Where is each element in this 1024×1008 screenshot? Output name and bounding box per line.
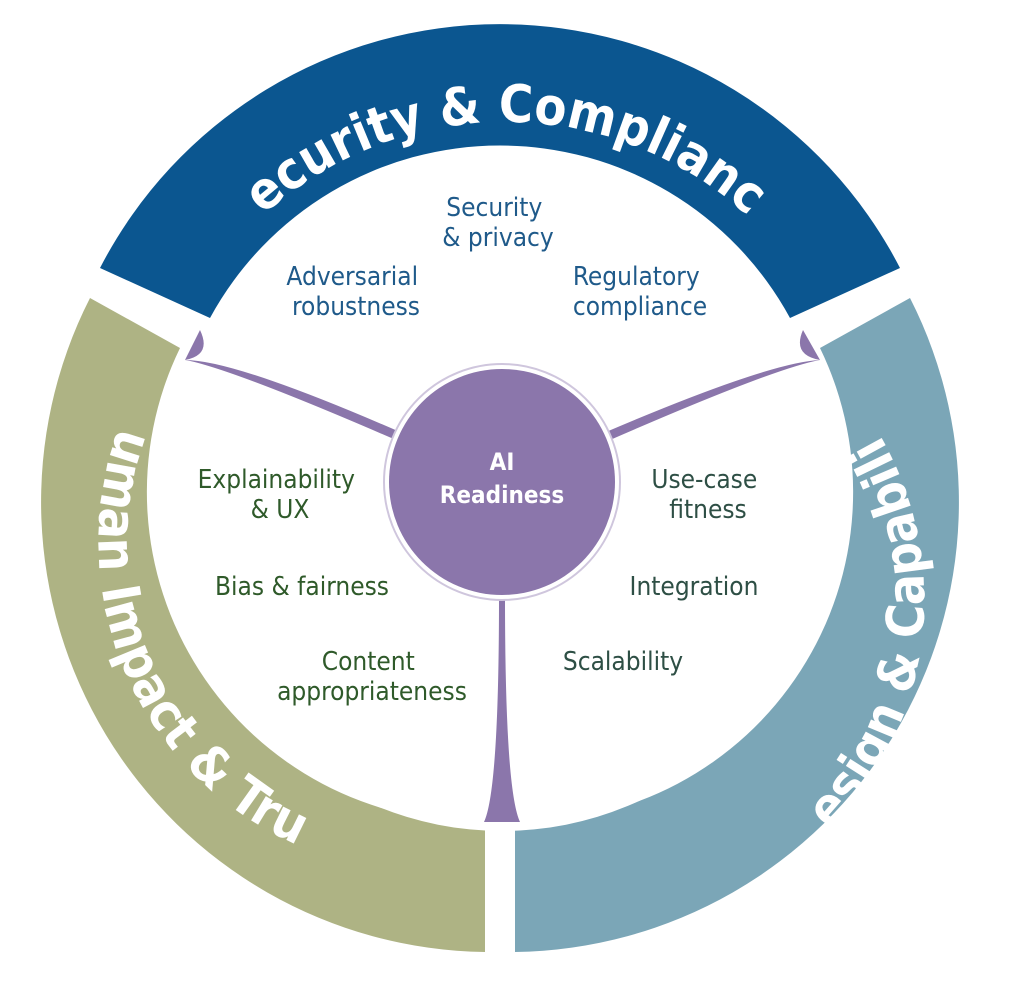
band-security-compliance [100, 24, 900, 319]
item-explainability-ux: Explainability & UX [198, 465, 363, 525]
item-scalability: Scalability [563, 647, 683, 677]
band-human-impact-trust [41, 298, 485, 952]
divider-right [606, 330, 820, 440]
item-bias-fairness: Bias & fairness [215, 572, 389, 602]
hub-circle [389, 369, 615, 595]
divider-bottom [484, 596, 520, 822]
band-design-capability [515, 298, 959, 952]
hub-label-line1: AI [490, 448, 515, 476]
item-security-privacy: Security & privacy [442, 193, 554, 253]
item-content-appropriateness: Content appropriateness [277, 647, 467, 707]
item-adversarial-robustness: Adversarial robustness [286, 262, 425, 322]
dividers [185, 330, 820, 822]
item-regulatory-compliance: Regulatory compliance [573, 262, 707, 322]
divider-left [185, 330, 400, 440]
item-integration: Integration [630, 572, 759, 602]
item-use-case-fitness: Use-case fitness [651, 465, 764, 525]
hub-label-line2: Readiness [440, 481, 564, 509]
